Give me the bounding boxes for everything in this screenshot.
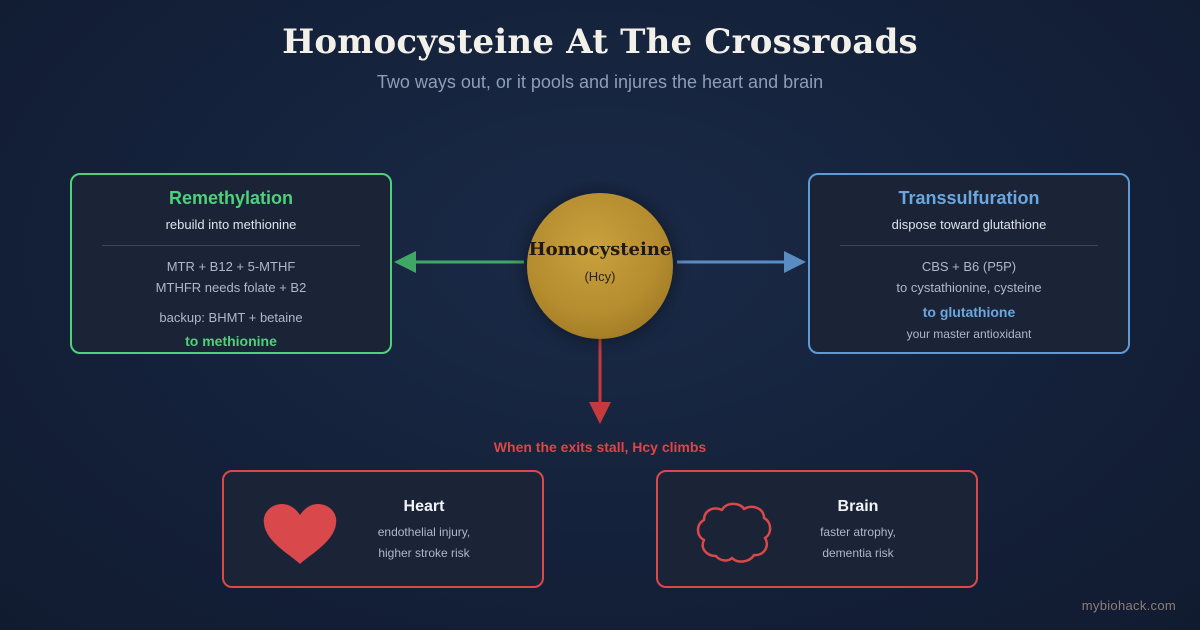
brain-risk-line-1: faster atrophy, [820, 525, 896, 539]
arrow-to-accumulation [589, 339, 611, 424]
brain-risk-text: Brain faster atrophy, dementia risk [778, 498, 938, 564]
heart-risk-card: Heart endothelial injury, higher stroke … [222, 470, 544, 588]
heart-risk-line-2: higher stroke risk [378, 546, 470, 560]
transsulfuration-line-2: to cystathionine, cysteine [896, 280, 1042, 295]
heart-risk-title: Heart [403, 498, 445, 515]
brain-risk-title: Brain [837, 498, 879, 515]
remethylation-card: Remethylation rebuild into methionine MT… [70, 173, 392, 354]
heart-risk-text: Heart endothelial injury, higher stroke … [344, 498, 504, 564]
brand-watermark: mybiohack.com [1081, 598, 1176, 613]
remethylation-title: Remethylation [168, 188, 294, 208]
remethylation-line-1: MTR + B12 + 5-MTHF [166, 259, 296, 274]
brain-icon [696, 502, 772, 563]
warning-text: When the exits stall, Hcy climbs [493, 439, 707, 455]
heart-risk-line-1: endothelial injury, [377, 525, 471, 539]
arrow-to-remethylation [394, 251, 524, 273]
remethylation-subtitle: rebuild into methionine [165, 217, 297, 232]
transsulfuration-card: Transsulfuration dispose toward glutathi… [808, 173, 1130, 354]
remethylation-line-2: MTHFR needs folate + B2 [155, 280, 307, 295]
remethylation-backup: backup: BHMT + betaine [159, 310, 303, 325]
page-subtitle: Two ways out, or it pools and injures th… [376, 72, 824, 92]
homocysteine-abbr: (Hcy) [584, 269, 616, 284]
heart-icon [263, 504, 337, 564]
remethylation-result: to methionine [185, 333, 277, 349]
homocysteine-label: Homocysteine [528, 239, 672, 260]
card-divider [840, 245, 1098, 246]
transsulfuration-title: Transsulfuration [898, 188, 1040, 208]
card-divider [102, 245, 360, 246]
transsulfuration-line-1: CBS + B6 (P5P) [921, 259, 1017, 274]
transsulfuration-subtitle: dispose toward glutathione [891, 217, 1047, 232]
brain-risk-card: Brain faster atrophy, dementia risk [656, 470, 978, 588]
arrow-to-transsulfuration [677, 251, 806, 273]
brain-risk-line-2: dementia risk [822, 546, 894, 560]
homocysteine-node: Homocysteine (Hcy) [527, 193, 673, 339]
transsulfuration-note: your master antioxidant [906, 327, 1032, 341]
transsulfuration-result: to glutathione [922, 304, 1016, 320]
page-title: Homocysteine At The Crossroads [282, 22, 918, 62]
